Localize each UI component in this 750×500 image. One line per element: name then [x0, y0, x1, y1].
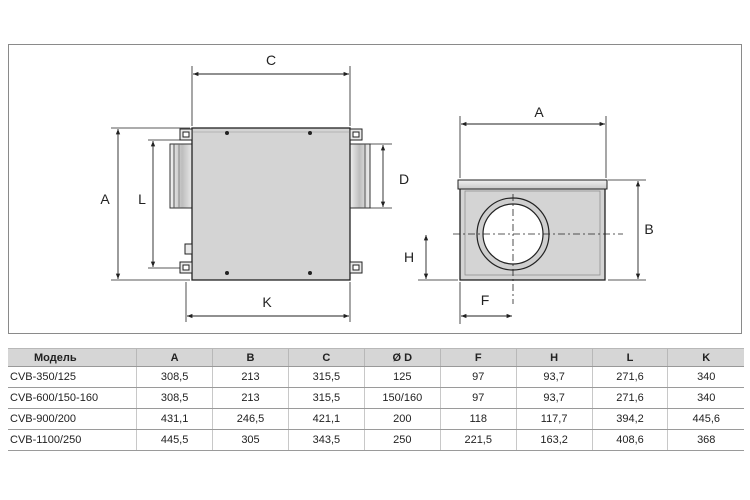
table-row: CVB-350/125 308,5 213 315,5 125 97 93,7 … — [8, 366, 744, 388]
cell-d: 250 — [363, 429, 441, 451]
cell-h: 93,7 — [515, 366, 593, 388]
cell-l: 271,6 — [591, 366, 668, 388]
table-row: CVB-900/200 431,1 246,5 421,1 200 118 11… — [8, 408, 744, 430]
cell-f: 97 — [439, 387, 517, 409]
cell-h: 93,7 — [515, 387, 593, 409]
cell-d: 200 — [363, 408, 441, 430]
header-k: K — [667, 348, 744, 367]
cell-l: 271,6 — [591, 387, 668, 409]
label-b: B — [644, 221, 653, 237]
housing-lid — [457, 179, 608, 190]
cell-model: CVB-900/200 — [8, 408, 137, 430]
cell-f: 221,5 — [439, 429, 517, 451]
cell-a: 445,5 — [136, 429, 213, 451]
header-d: Ø D — [363, 348, 441, 367]
label-a-side: A — [100, 191, 110, 207]
dimensions-table: Модель A B C Ø D F H L K CVB-350/125 308… — [8, 348, 744, 451]
cell-b: 213 — [212, 387, 289, 409]
header-c: C — [287, 348, 365, 367]
cell-a: 308,5 — [136, 387, 213, 409]
cell-model: CVB-1100/250 — [8, 429, 137, 451]
label-a-front: A — [534, 104, 544, 120]
cell-c: 315,5 — [287, 366, 365, 388]
label-f: F — [481, 292, 490, 308]
cell-l: 408,6 — [591, 429, 668, 451]
label-l: L — [138, 191, 146, 207]
label-d: D — [399, 171, 409, 187]
cell-c: 343,5 — [287, 429, 365, 451]
side-view: C A L D K — [100, 52, 409, 322]
technical-drawing: C A L D K A — [8, 44, 742, 334]
cell-a: 308,5 — [136, 366, 213, 388]
header-a: A — [136, 348, 213, 367]
label-k: K — [262, 294, 272, 310]
drawing-border — [8, 44, 742, 334]
cell-f: 118 — [439, 408, 517, 430]
table-header-row: Модель A B C Ø D F H L K — [8, 348, 744, 367]
cell-model: CVB-600/150-160 — [8, 387, 137, 409]
cell-model: CVB-350/125 — [8, 366, 137, 388]
fan-housing-side — [191, 127, 351, 281]
label-h: H — [404, 249, 414, 265]
header-b: B — [212, 348, 289, 367]
cell-h: 117,7 — [515, 408, 593, 430]
rivet — [225, 131, 229, 135]
header-h: H — [515, 348, 593, 367]
table-row: CVB-1100/250 445,5 305 343,5 250 221,5 1… — [8, 429, 744, 451]
mounting-bracket — [179, 128, 363, 274]
cell-b: 246,5 — [212, 408, 289, 430]
cell-k: 340 — [667, 387, 744, 409]
cell-f: 97 — [439, 366, 517, 388]
table-row: CVB-600/150-160 308,5 213 315,5 150/160 … — [8, 387, 744, 409]
label-c: C — [266, 52, 276, 68]
cell-b: 213 — [212, 366, 289, 388]
cell-d: 150/160 — [363, 387, 441, 409]
header-l: L — [591, 348, 668, 367]
header-model: Модель — [8, 348, 137, 367]
header-f: F — [439, 348, 517, 367]
right-duct-spigot — [348, 143, 371, 209]
cell-a: 431,1 — [136, 408, 213, 430]
cell-h: 163,2 — [515, 429, 593, 451]
rivet — [308, 271, 312, 275]
rivet — [225, 271, 229, 275]
cell-c: 315,5 — [287, 387, 365, 409]
cell-k: 368 — [667, 429, 744, 451]
cell-b: 305 — [212, 429, 289, 451]
rivet — [308, 131, 312, 135]
cell-c: 421,1 — [287, 408, 365, 430]
cell-k: 340 — [667, 366, 744, 388]
cell-k: 445,6 — [667, 408, 744, 430]
cell-d: 125 — [363, 366, 441, 388]
front-view: A B H F — [404, 104, 654, 324]
cell-l: 394,2 — [591, 408, 668, 430]
